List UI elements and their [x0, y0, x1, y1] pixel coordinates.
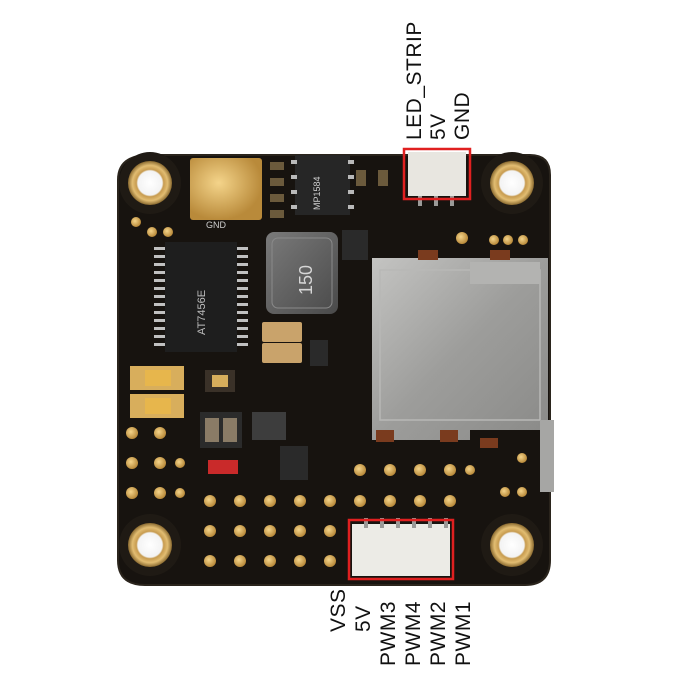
regulator-chip: [295, 155, 350, 215]
small-chips-middle: [200, 370, 308, 480]
pwm-connector-pins: [364, 518, 448, 528]
label-top-gnd: GND: [451, 91, 474, 140]
label-pwm4: PWM4: [402, 601, 425, 666]
pad-grid: [126, 427, 456, 567]
inductor: [266, 232, 338, 314]
silkscreen-osd: AT7456E: [196, 290, 208, 335]
silkscreen-regulator: MP1584: [312, 176, 322, 210]
mounting-hole-bottom-right: [481, 514, 543, 576]
small-pads-top: [131, 217, 528, 245]
capacitors-middle: [262, 230, 368, 366]
osd-chip: [165, 242, 237, 352]
label-led-strip: LED_STRIP: [403, 21, 426, 140]
sd-slot-solder: [376, 250, 510, 448]
pwm-connector: [352, 524, 450, 576]
sd-card-slot-lip: [470, 262, 540, 284]
regulator-chip-pins: [291, 160, 354, 209]
led-strip-connector-pins: [418, 196, 454, 206]
red-diode: [208, 460, 238, 474]
osd-chip-pins: [154, 247, 248, 346]
silkscreen-gnd: GND: [206, 220, 227, 230]
inductor-highlight: [271, 237, 333, 309]
label-vss: VSS: [327, 588, 350, 632]
label-pwm3: PWM3: [377, 601, 400, 666]
mounting-hole-top-right: [481, 152, 543, 214]
pwm-highlight-box: [347, 518, 455, 581]
led-strip-connector: [408, 152, 466, 196]
mounting-hole-bottom-left: [119, 514, 181, 576]
label-pwm1: PWM1: [452, 601, 475, 666]
sd-card-slot: [372, 258, 548, 440]
label-bottom-5v: 5V: [352, 605, 375, 632]
led-strip-highlight-box: [402, 147, 472, 201]
usb-connector: [540, 420, 554, 492]
label-top-5v: 5V: [427, 113, 450, 140]
silkscreen-inductor: 150: [296, 265, 316, 295]
small-pads-right: [465, 453, 527, 497]
mounting-hole-top-left: [119, 152, 181, 214]
label-pwm2: PWM2: [427, 601, 450, 666]
pcb-board-edge: [117, 154, 551, 586]
tantalum-capacitors: [130, 366, 184, 418]
large-gold-pad: [190, 158, 262, 220]
smd-components-top: [270, 162, 388, 218]
